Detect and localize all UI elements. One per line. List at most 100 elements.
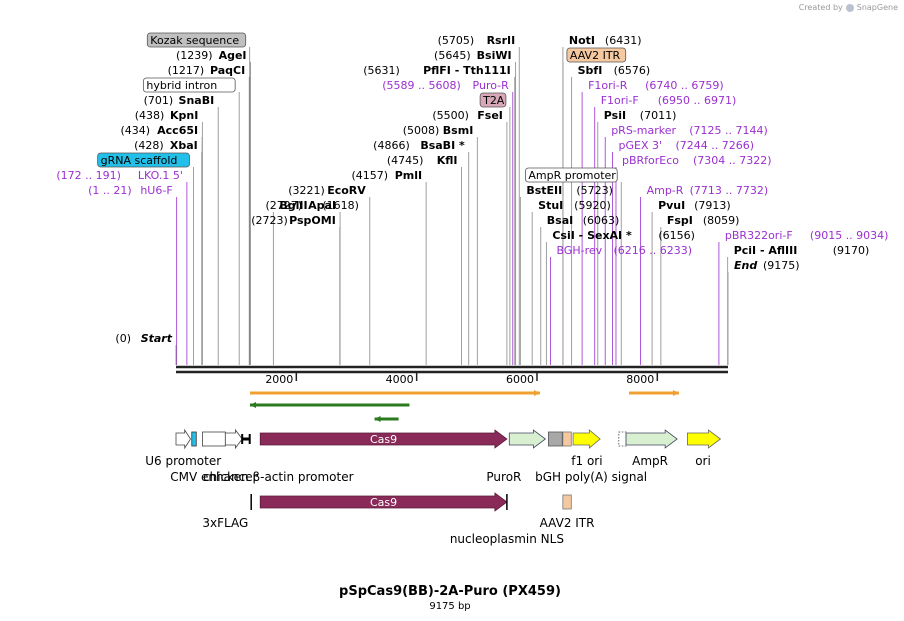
label-position: (428) <box>134 139 164 152</box>
label-name: PflFI - Tth111I <box>423 64 511 77</box>
label-name: StuI <box>538 199 563 212</box>
label-name: hybrid intron <box>146 79 217 92</box>
label-position: (1239) <box>176 49 213 62</box>
snapgene-logo-icon <box>845 3 854 12</box>
site-label-start: (0)Start <box>115 332 172 345</box>
label-name: SbfI <box>578 64 603 77</box>
site-label-pgex-3: (7244 .. 7266)pGEX 3' <box>618 139 754 152</box>
site-label-bgh-rev: (6216 .. 6233)BGH-rev <box>556 244 692 257</box>
row2-label: AAV2 ITR <box>540 516 595 530</box>
row1-label: CMV enhancer <box>170 470 257 484</box>
feature-box <box>202 431 226 447</box>
site-label-fspi: (8059) FspI <box>667 214 740 227</box>
feature-box <box>562 494 572 510</box>
label-position: (6576) <box>614 64 651 77</box>
row1-feature-ori <box>686 429 722 449</box>
label-box <box>525 167 618 183</box>
label-position: (172 .. 191) <box>56 169 121 182</box>
label-name: PaqCI <box>210 64 245 77</box>
label-name: KpnI <box>170 109 198 122</box>
label-name: RsrII <box>487 34 516 47</box>
site-label-pcii-afliii: (9170)PciI - AflIII <box>734 244 870 257</box>
label-position: (438) <box>135 109 165 122</box>
orf-reverse-2-head <box>374 416 381 422</box>
label-position: (434) <box>121 124 151 137</box>
label-name: pRS-marker <box>611 124 676 137</box>
site-label-xbai: (428)XbaI <box>134 139 198 152</box>
site-label-fsei: (5500)FseI <box>432 109 503 122</box>
label-position: (4745) <box>387 154 424 167</box>
site-label-kozak-sequence: Kozak sequence <box>146 32 247 48</box>
label-name: Amp-R <box>647 184 684 197</box>
site-labels: (6431) NotI AAV2 ITR (6576) SbfI (6740 .. 675… <box>56 32 889 345</box>
label-name: Kozak sequence <box>150 34 239 47</box>
label-position: (6156) <box>658 229 695 242</box>
label-name: gRNA scaffold <box>101 154 178 167</box>
label-name: PspOMI <box>289 214 336 227</box>
label-name: PciI - AflIII <box>734 244 798 257</box>
orf-arrows <box>250 390 679 422</box>
row1-feature-cmv-enhancer <box>202 431 226 447</box>
label-name: SnaBI <box>179 94 215 107</box>
label-name: PsiI <box>604 109 626 122</box>
label-position: (8059) <box>703 214 740 227</box>
label-name: F1ori-F <box>601 94 639 107</box>
label-name: KflI <box>437 154 458 167</box>
label-position: (6431) <box>605 34 642 47</box>
row1-label: bGH poly(A) signal <box>535 470 647 484</box>
row2-label: 3xFLAG <box>202 516 248 530</box>
row1-feature-chicken-actin-promoter <box>224 428 243 450</box>
label-name: BsmI <box>443 124 474 137</box>
snapgene-credit: Created by SnapGene <box>799 3 898 12</box>
label-position: (7304 .. 7322) <box>693 154 772 167</box>
label-name: FspI <box>667 214 693 227</box>
site-label-kfli: (4745) KflI <box>387 154 458 167</box>
label-position: (5631) <box>363 64 400 77</box>
ruler-tick-label: 8000 <box>626 373 654 386</box>
label-position: (6063) <box>583 214 620 227</box>
orf-ampr-head <box>672 390 679 396</box>
site-label-rsrii: (5705)RsrII <box>438 34 516 47</box>
feature-label: Cas9 <box>370 433 397 446</box>
row2-feature-aav2-itr <box>562 494 572 510</box>
site-label-stui: (5920)StuI <box>538 199 611 212</box>
label-position: (6950 .. 6971) <box>658 94 737 107</box>
label-position: (2727) <box>265 199 302 212</box>
row1-feature-f1-ori <box>572 429 601 449</box>
site-label-t2a: T2A <box>479 92 507 108</box>
label-name: AgeI <box>219 49 247 62</box>
label-name: FseI <box>477 109 503 122</box>
label-name: hU6-F <box>140 184 172 197</box>
row1-feature-u6-promoter <box>175 428 191 450</box>
row1-feature-hybrid-intron <box>241 434 251 444</box>
row2-label: nucleoplasmin NLS <box>450 532 564 546</box>
row1-feature-ampr-promoter <box>618 431 627 447</box>
label-name: NotI <box>569 34 595 47</box>
site-label-lko-1-5: (172 .. 191)LKO.1 5' <box>56 169 183 182</box>
feature-box <box>562 431 572 447</box>
ruler-tick-label: 2000 <box>265 373 293 386</box>
feature-box <box>548 431 563 447</box>
label-name: AAV2 ITR <box>570 49 621 62</box>
label-name: ApaI <box>308 199 336 212</box>
label-position: (6740 .. 6759) <box>645 79 724 92</box>
label-position: (4866) <box>373 139 410 152</box>
site-label-kpni: (438) KpnI <box>135 109 199 122</box>
site-label-bsiwi: (5645)BsiWI <box>434 49 512 62</box>
site-label-psii: (7011)PsiI <box>604 109 677 122</box>
feature-arrow <box>686 429 722 449</box>
site-label-ampr-promoter: AmpR promoter <box>525 167 618 183</box>
label-position: (3221) <box>288 184 325 197</box>
feature-arrow <box>508 429 547 449</box>
label-position: (9015 .. 9034) <box>810 229 889 242</box>
label-position: (1217) <box>168 64 205 77</box>
orf-cas9-puro-head <box>533 390 540 396</box>
credit-prefix: Created by <box>798 3 843 12</box>
feature-arrow <box>259 429 508 449</box>
label-name: PvuI <box>658 199 685 212</box>
feature-label: Cas9 <box>370 496 397 509</box>
row1-label: chicken β-actin promoter <box>203 470 354 484</box>
label-name: BglII <box>279 199 307 212</box>
site-label-pbrforeco: (7304 .. 7322)pBRforEco <box>622 154 772 167</box>
label-name: BsaBI * <box>420 139 465 152</box>
